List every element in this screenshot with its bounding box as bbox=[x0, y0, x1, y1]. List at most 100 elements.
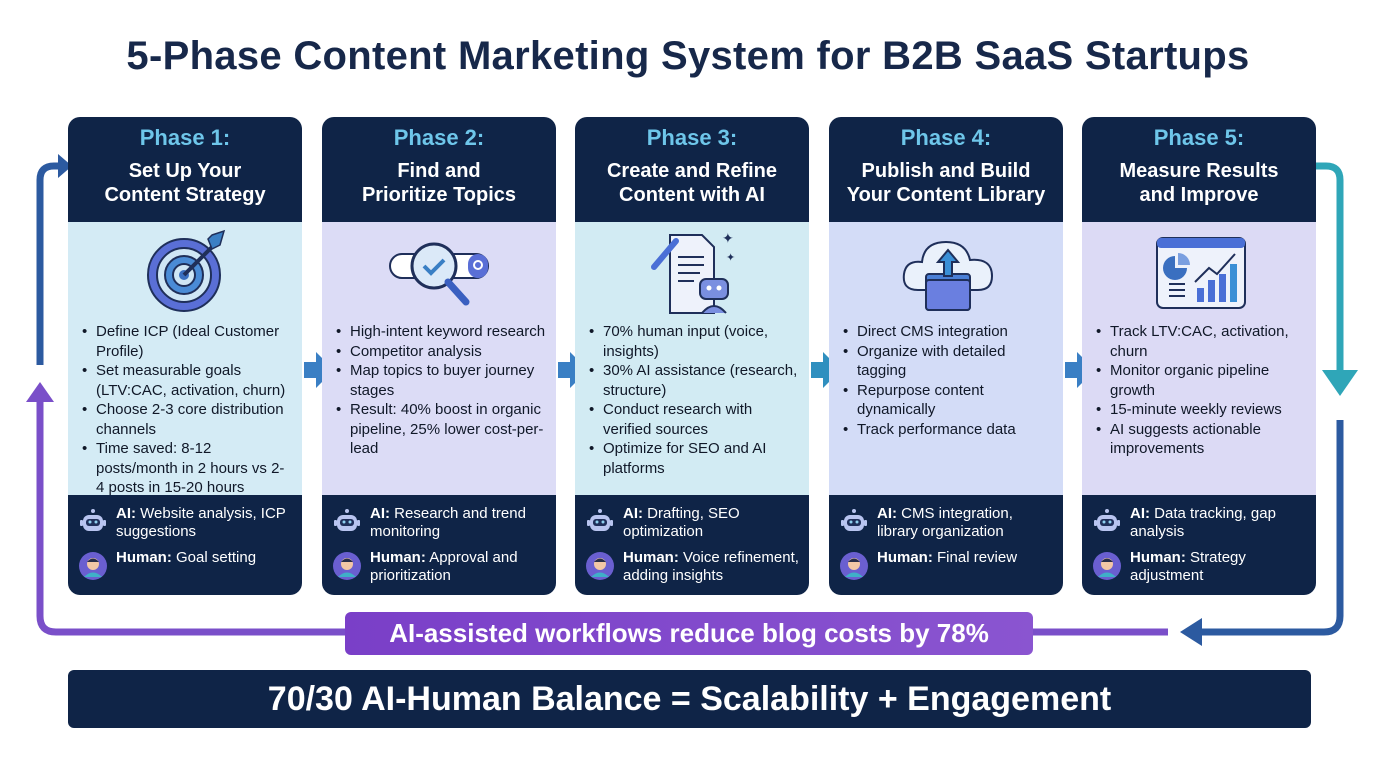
bullet-item: AI suggests actionable improvements bbox=[1096, 420, 1306, 459]
phase-roles: AI: Research and trend monitoring Human:… bbox=[322, 495, 556, 595]
phase-body: ✦✦ 70% human input (voice, insights)30% … bbox=[575, 222, 809, 495]
target-icon bbox=[82, 222, 292, 322]
human-role-label: Human: bbox=[116, 549, 172, 566]
phase-bullets: Direct CMS integrationOrganize with deta… bbox=[843, 322, 1053, 439]
human-role: Human: Approval and prioritization bbox=[332, 549, 550, 585]
ai-role-text: Data tracking, gap analysis bbox=[1130, 505, 1276, 540]
cost-reduction-banner: AI-assisted workflows reduce blog costs … bbox=[345, 612, 1033, 655]
bullet-item: Direct CMS integration bbox=[843, 322, 1053, 342]
bullet-item: Time saved: 8-12 posts/month in 2 hours … bbox=[82, 439, 292, 498]
human-role-text: Final review bbox=[937, 549, 1018, 566]
human-avatar-icon bbox=[586, 552, 614, 580]
loop-arrowhead-up bbox=[26, 382, 54, 402]
bullet-item: Result: 40% boost in organic pipeline, 2… bbox=[336, 400, 546, 459]
phase-roles: AI: Website analysis, ICP suggestions Hu… bbox=[68, 495, 302, 595]
ai-role: AI: Research and trend monitoring bbox=[332, 505, 550, 541]
bullet-item: Choose 2-3 core distribution channels bbox=[82, 400, 292, 439]
robot-icon bbox=[80, 509, 106, 531]
human-role-text: Approval and prioritization bbox=[370, 549, 518, 584]
phase-roles: AI: Drafting, SEO optimization Human: Vo… bbox=[575, 495, 809, 595]
loop-arrowhead-down bbox=[1322, 370, 1358, 396]
human-role-text: Voice refinement, adding insights bbox=[623, 549, 799, 584]
ai-role-label: AI: bbox=[1130, 505, 1150, 522]
human-avatar-icon bbox=[79, 552, 107, 580]
phase-bullets: Track LTV:CAC, activation, churnMonitor … bbox=[1096, 322, 1306, 459]
phase-title-line: Measure Results bbox=[1119, 160, 1279, 182]
robot-icon bbox=[1094, 509, 1120, 531]
bullet-item: High-intent keyword research bbox=[336, 322, 546, 342]
robot-icon bbox=[334, 509, 360, 531]
bullet-item: Competitor analysis bbox=[336, 342, 546, 362]
human-role-text: Goal setting bbox=[176, 549, 257, 566]
bullet-item: Monitor organic pipeline growth bbox=[1096, 361, 1306, 400]
phase-label: Phase 3: bbox=[646, 125, 738, 150]
ai-role: AI: Data tracking, gap analysis bbox=[1092, 505, 1310, 541]
human-role-label: Human: bbox=[1130, 549, 1186, 566]
phase-roles: AI: Data tracking, gap analysis Human: S… bbox=[1082, 495, 1316, 595]
bullet-item: Repurpose content dynamically bbox=[843, 381, 1053, 420]
analytics-dashboard-icon bbox=[1096, 222, 1306, 322]
phase-bullets: High-intent keyword researchCompetitor a… bbox=[336, 322, 546, 459]
next-phase-arrow-icon bbox=[811, 352, 841, 388]
ai-role-label: AI: bbox=[877, 505, 897, 522]
bullet-item: Organize with detailed tagging bbox=[843, 342, 1053, 381]
ai-role-label: AI: bbox=[116, 505, 136, 522]
svg-text:✦: ✦ bbox=[726, 252, 735, 264]
page-title: 5-Phase Content Marketing System for B2B… bbox=[126, 34, 1250, 78]
phase-title-line: Set Up Your bbox=[128, 160, 242, 182]
human-role: Human: Final review bbox=[839, 549, 1057, 581]
phase-body: High-intent keyword researchCompetitor a… bbox=[322, 222, 556, 495]
human-role: Human: Goal setting bbox=[78, 549, 296, 581]
ai-role: AI: CMS integration, library organizatio… bbox=[839, 505, 1057, 541]
balance-summary-bar: 70/30 AI-Human Balance = Scalability + E… bbox=[68, 670, 1311, 728]
human-avatar-icon bbox=[1093, 552, 1121, 580]
human-role-label: Human: bbox=[877, 549, 933, 566]
robot-icon bbox=[587, 509, 613, 531]
phase-title-line: Your Content Library bbox=[846, 184, 1046, 206]
phase-title-line: Publish and Build bbox=[861, 160, 1031, 182]
ai-role: AI: Website analysis, ICP suggestions bbox=[78, 505, 296, 541]
human-avatar-icon bbox=[333, 552, 361, 580]
bullet-item: 30% AI assistance (research, structure) bbox=[589, 361, 799, 400]
phase-roles: AI: CMS integration, library organizatio… bbox=[829, 495, 1063, 595]
ai-role-text: Drafting, SEO optimization bbox=[623, 505, 740, 540]
phase-label: Phase 5: bbox=[1153, 125, 1245, 150]
phase-title-line: Content Strategy bbox=[104, 184, 266, 206]
loop-arrowhead-left bbox=[1180, 618, 1202, 646]
cloud-upload-folder-icon bbox=[843, 222, 1053, 322]
phase-bullets: Define ICP (Ideal Customer Profile)Set m… bbox=[82, 322, 292, 498]
loop-arrowhead-right bbox=[58, 154, 72, 178]
search-check-icon bbox=[336, 222, 546, 322]
document-robot-icon: ✦✦ bbox=[589, 222, 799, 322]
bullet-item: Track performance data bbox=[843, 420, 1053, 440]
ai-role-text: Research and trend monitoring bbox=[370, 505, 526, 540]
human-role: Human: Voice refinement, adding insights bbox=[585, 549, 803, 585]
bullet-item: Define ICP (Ideal Customer Profile) bbox=[82, 322, 292, 361]
human-avatar-icon bbox=[840, 552, 868, 580]
next-phase-arrow-icon bbox=[304, 352, 334, 388]
phase-bullets: 70% human input (voice, insights)30% AI … bbox=[589, 322, 799, 478]
phase-title-line: Find and bbox=[397, 160, 481, 182]
ai-role-text: Website analysis, ICP suggestions bbox=[116, 505, 286, 540]
ai-role-label: AI: bbox=[370, 505, 390, 522]
bullet-item: Map topics to buyer journey stages bbox=[336, 361, 546, 400]
bullet-item: Track LTV:CAC, activation, churn bbox=[1096, 322, 1306, 361]
bullet-item: 15-minute weekly reviews bbox=[1096, 400, 1306, 420]
phase-body: Define ICP (Ideal Customer Profile)Set m… bbox=[68, 222, 302, 498]
phase-title-line: Create and Refine bbox=[606, 160, 778, 182]
bullet-item: Optimize for SEO and AI platforms bbox=[589, 439, 799, 478]
svg-text:✦: ✦ bbox=[722, 230, 734, 246]
phase-body: Direct CMS integrationOrganize with deta… bbox=[829, 222, 1063, 495]
